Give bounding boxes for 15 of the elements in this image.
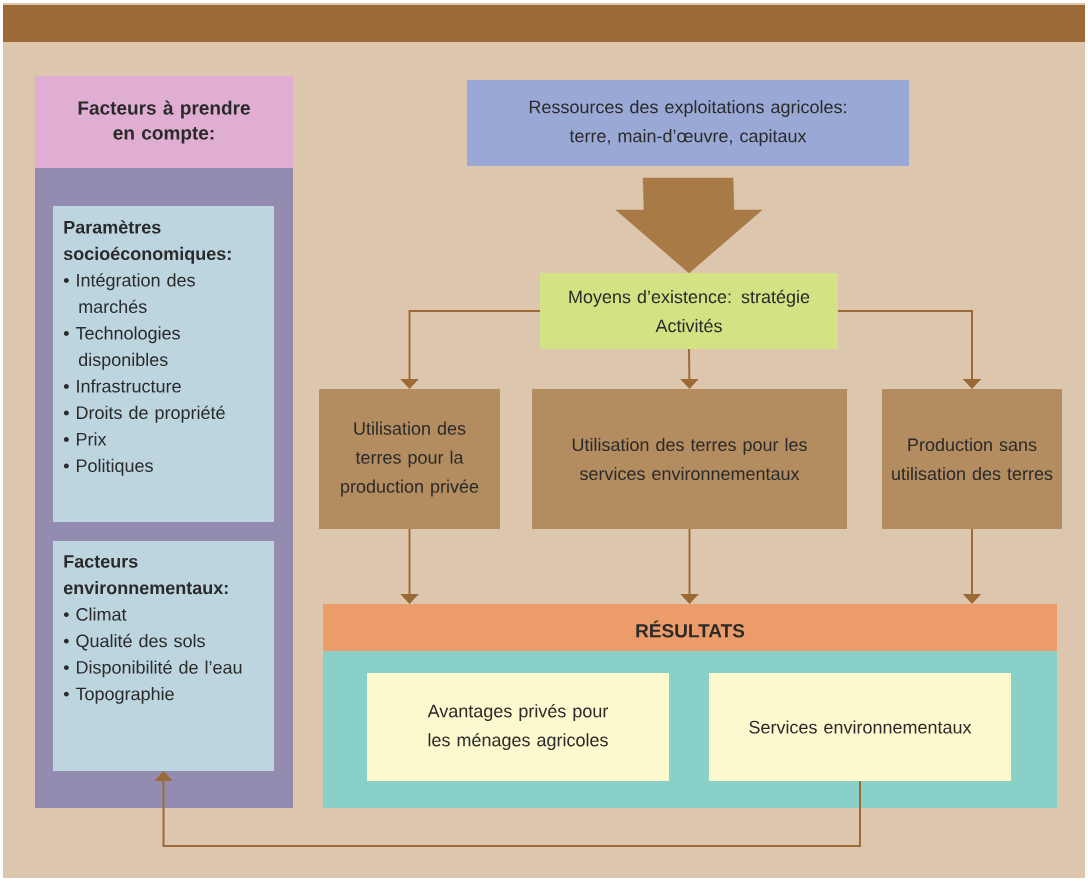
outcome-box: Avantages privés pour les ménages agricoles [367, 673, 669, 781]
panel-heading: Facteurs à prendre en compte: [78, 100, 250, 144]
panel-heading: RÉSULTATS [636, 620, 745, 638]
arrow [154, 771, 861, 847]
land-use-box: Utilisation des terres pour les services environnementaux [532, 389, 847, 529]
livelihood-box: Moyens d’existence: stratégie Activités [540, 273, 838, 349]
land-use-box: Utilisation des terres pour la production privée [319, 389, 500, 529]
outcome-box: Services environnementaux [709, 673, 1011, 781]
header-band [3, 5, 1085, 42]
factor-list-box: Facteurs environnementaux: • Climat • Qualité des sols • Disponibilité de l’eau • Topographie [53, 541, 274, 771]
factor-list-box: Paramètres socioéconomiques: • Intégration des marchés • Technologies disponibles • Infrastructure • Droits de propriété • Prix • Politiques [53, 206, 274, 522]
big-arrow [615, 177, 763, 274]
arrow [837, 310, 982, 389]
resource-box: Ressources des exploitations agricoles: terre, main-d’œuvre, capitaux [467, 80, 909, 166]
land-use-box: Production sans utilisation des terres [882, 389, 1062, 529]
